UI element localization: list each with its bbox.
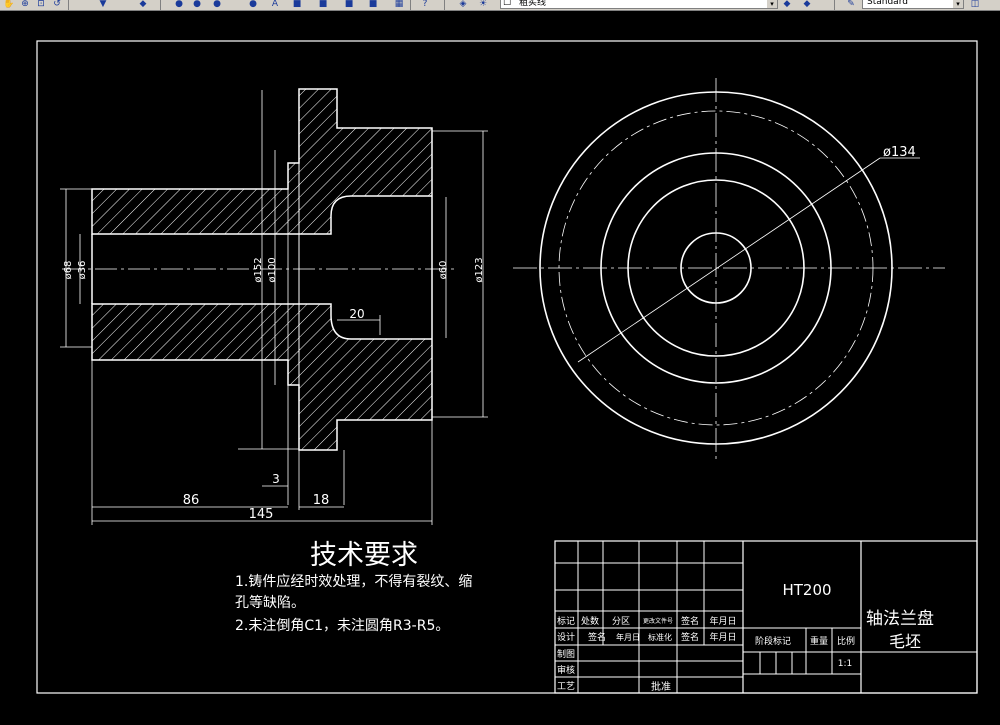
- row-drawn: 制图: [557, 648, 575, 660]
- row-std-sign: 签名: [681, 631, 699, 643]
- tech-req-title: 技术要求: [310, 540, 418, 571]
- dim-len-3: 3: [272, 472, 280, 486]
- dim-dia-68: ø68: [63, 261, 74, 280]
- title-block: [554, 540, 978, 694]
- part-name-1: 轴法兰盘: [866, 609, 934, 629]
- hatch-upper: [91, 88, 433, 451]
- hdr-count: 处数: [581, 615, 599, 627]
- tech-req-line1: 1.铸件应经时效处理，不得有裂纹、缩: [235, 573, 472, 590]
- dim-style-icon[interactable]: ◫: [970, 0, 980, 9]
- hdr-change: 更改文件号: [643, 617, 673, 625]
- tech-req-line3: 2.未注倒角C1，未注圆角R3-R5。: [235, 618, 449, 634]
- circle-outer: [539, 91, 893, 445]
- weight-label: 重量: [810, 635, 828, 647]
- side-view: [513, 78, 945, 460]
- properties-icon[interactable]: ▼: [99, 0, 107, 9]
- tech-requirements: 技术要求 1.铸件应经时效处理，不得有裂纹、缩 孔等缺陷。 2.未注倒角C1，未…: [235, 540, 472, 634]
- row-design-date: 年月日: [616, 632, 640, 642]
- calculator-icon[interactable]: ●: [249, 0, 257, 9]
- hdr-sign: 签名: [681, 615, 699, 627]
- make-current-icon[interactable]: ◆: [783, 0, 791, 9]
- text-style-icon-2[interactable]: ✎: [847, 0, 855, 9]
- grid-icon[interactable]: ▦: [394, 0, 404, 9]
- title-block-text: HT200 轴法兰盘 毛坯 1:1 标记 处数 分区 更改文件号 签名 年月日 …: [557, 581, 934, 693]
- zoom-window-icon[interactable]: ⊡: [37, 0, 45, 9]
- layer-name: 粗实线: [519, 0, 547, 8]
- row-standard: 标准化: [648, 632, 672, 642]
- tool-palette-icon[interactable]: ●: [175, 0, 183, 9]
- row-design: 设计: [557, 631, 575, 643]
- layer-previous-icon[interactable]: ■: [344, 0, 354, 9]
- layer-prev-icon[interactable]: ◆: [803, 0, 811, 9]
- drawing-svg: ø68 ø36 ø152 ø100 ø60 ø123 20 3 86 18 14…: [36, 40, 978, 694]
- circle-pcd: [558, 110, 874, 426]
- circle-bore: [680, 232, 752, 304]
- dim-dia-60: ø60: [438, 261, 449, 280]
- zoom-previous-icon[interactable]: ↺: [53, 0, 61, 9]
- hdr-date: 年月日: [709, 615, 736, 627]
- dim-dia-134: ø134: [883, 145, 916, 160]
- ratio-label: 比例: [837, 635, 855, 647]
- bulb-icon[interactable]: ☀: [478, 0, 488, 9]
- dim-len-145: 145: [249, 507, 274, 522]
- pan-icon[interactable]: ✋: [3, 0, 15, 9]
- chevron-down-icon[interactable]: ▾: [767, 0, 777, 8]
- row-approved: 批准: [651, 680, 671, 693]
- drawing-frame: [36, 40, 978, 694]
- layer-icon[interactable]: ◈: [459, 0, 467, 9]
- help-question-icon[interactable]: ?: [422, 0, 428, 9]
- dim-dia-100: ø100: [267, 257, 278, 282]
- sheet-set-icon[interactable]: ●: [193, 0, 201, 9]
- dim-len-18: 18: [313, 493, 330, 508]
- dia-leader: [577, 157, 881, 363]
- dim-len-20: 20: [349, 307, 364, 321]
- row-design-sign: 签名: [588, 631, 606, 643]
- stage-mark: 阶段标记: [755, 635, 791, 647]
- layer-state-icon[interactable]: ■: [318, 0, 328, 9]
- material-label: HT200: [782, 581, 831, 599]
- layer-manager-icon[interactable]: ■: [292, 0, 302, 9]
- tech-req-line2: 孔等缺陷。: [235, 594, 305, 611]
- front-view-section: [62, 88, 455, 451]
- text-style-dropdown[interactable]: Standard ▾: [862, 0, 964, 9]
- dim-len-86: 86: [183, 493, 200, 508]
- dim-dia-152: ø152: [253, 257, 264, 282]
- text-style-icon[interactable]: ■: [368, 0, 378, 9]
- row-process: 工艺: [557, 681, 575, 692]
- dim-dia-36: ø36: [77, 261, 88, 280]
- text-style-name: Standard: [867, 0, 908, 7]
- row-checked: 审核: [557, 664, 575, 676]
- help-icon[interactable]: A: [271, 0, 279, 9]
- drawing-canvas[interactable]: ø68 ø36 ø152 ø100 ø60 ø123 20 3 86 18 14…: [0, 11, 1000, 721]
- zoom-realtime-icon[interactable]: ⊕: [21, 0, 29, 9]
- scale-value: 1:1: [838, 659, 852, 669]
- circle-inner: [627, 179, 805, 357]
- layer-dropdown[interactable]: ☐ 粗实线 ▾: [500, 0, 778, 9]
- hdr-mark: 标记: [557, 615, 575, 627]
- front-dimensions: [60, 90, 488, 525]
- dim-dia-123: ø123: [474, 257, 485, 282]
- hdr-zone: 分区: [612, 616, 630, 627]
- design-center-icon[interactable]: ◆: [139, 0, 147, 9]
- circle-hub: [600, 152, 832, 384]
- cad-toolbar: ✋ ⊕ ⊡ ↺ ▼ ◆ ● ● ● ● A ■ ■ ■ ■ ▦ ? ◈ ☀ ☐ …: [0, 0, 1000, 11]
- layer-square-icon: ☐: [503, 0, 512, 8]
- row-std-date: 年月日: [709, 631, 736, 643]
- part-name-2: 毛坯: [889, 632, 921, 651]
- front-dim-text: ø68 ø36 ø152 ø100 ø60 ø123 20 3 86 18 14…: [63, 257, 485, 522]
- chevron-down-icon[interactable]: ▾: [953, 0, 963, 8]
- markup-icon[interactable]: ●: [213, 0, 221, 9]
